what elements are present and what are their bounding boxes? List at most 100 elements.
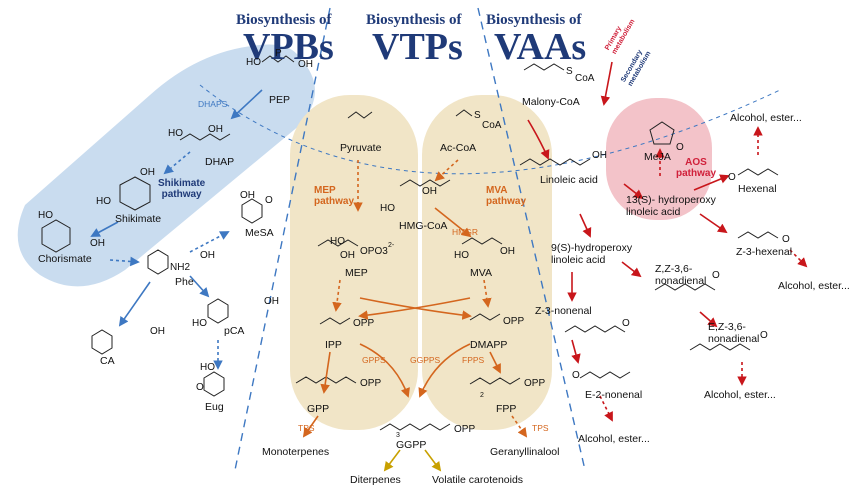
label-shikimate: Shikimate bbox=[115, 213, 162, 225]
dhap-atom-ho: HO bbox=[168, 128, 183, 139]
aos-pink-region bbox=[606, 98, 712, 220]
ipp-atom-opp: OPP bbox=[353, 318, 375, 329]
enzyme-tps-left: TPS bbox=[298, 423, 315, 433]
label-alcohol-nonenal: Alcohol, ester... bbox=[578, 433, 650, 445]
mva-atom-oh: OH bbox=[500, 246, 515, 257]
mep-atom-opo3: OPO3 bbox=[360, 246, 388, 257]
arrow-gpp-monoterpenes bbox=[302, 415, 319, 438]
pep-atom-oh: OH bbox=[298, 59, 313, 70]
meja-ring bbox=[649, 121, 675, 145]
ggpp-atom-n3: 3 bbox=[396, 432, 400, 439]
label-hexenal: Hexenal bbox=[738, 183, 777, 195]
label-meja: MeJA bbox=[644, 151, 671, 163]
label-dhap: DHAP bbox=[205, 156, 235, 168]
label-mva: MVA bbox=[470, 267, 492, 279]
eug-ring bbox=[203, 371, 225, 397]
vpb-arrows bbox=[90, 89, 263, 370]
label-ggpp: GGPP bbox=[396, 439, 427, 451]
eug-atom-ho: HO bbox=[200, 362, 215, 373]
enzyme-fpps: FPPS bbox=[462, 355, 485, 365]
dmapp-structure bbox=[469, 313, 501, 321]
chorismate-atom-ho: HO bbox=[38, 210, 53, 221]
label-alcohol-aos: Alcohol, ester... bbox=[730, 112, 802, 124]
ez36-atom-o: O bbox=[760, 330, 768, 341]
label-chorismate: Chorismate bbox=[38, 253, 92, 265]
label-diterpenes: Diterpenes bbox=[350, 474, 401, 486]
arrow-13hpl-z3hexenal bbox=[699, 213, 728, 234]
arrow-linoleic-13hpl bbox=[623, 183, 644, 200]
arrow-e2nonenal-alcohol bbox=[599, 395, 613, 422]
mep-structure bbox=[317, 239, 359, 247]
accoa-atom-coa: CoA bbox=[482, 120, 502, 131]
ca-atom-oh: OH bbox=[150, 326, 165, 337]
accoa-structure bbox=[455, 109, 473, 117]
malonyl-atom-coa: CoA bbox=[575, 73, 595, 84]
ggpp-structure bbox=[379, 423, 451, 431]
e2nonenal-structure bbox=[579, 371, 631, 379]
phe-atom-oh: OH bbox=[200, 250, 215, 261]
hexenal-atom-o: O bbox=[728, 172, 736, 183]
z3nonenal-structure bbox=[564, 325, 626, 333]
vtp-header-top: Biosynthesis of bbox=[366, 12, 462, 28]
arrow-linoleic-9hpl bbox=[579, 213, 592, 238]
hexenal-structure bbox=[737, 168, 779, 176]
arrow-shikimate-chorismate bbox=[90, 221, 119, 237]
label-gpp: GPP bbox=[307, 403, 330, 415]
vtp-header: VTPs bbox=[372, 26, 463, 68]
label-pyruvate: Pyruvate bbox=[340, 142, 382, 154]
hmgcoa-atom-oh: OH bbox=[422, 186, 437, 197]
arrow-phe-pca bbox=[189, 275, 210, 298]
mep-tan-region bbox=[290, 95, 418, 430]
z3hexenal-atom-o: O bbox=[782, 234, 790, 245]
metabolism-boundary bbox=[199, 84, 781, 175]
enzyme-hmgr: HMGR bbox=[452, 227, 478, 237]
arrow-chorismate-phe bbox=[109, 256, 140, 267]
vaa-arrows bbox=[527, 61, 808, 422]
label-e2-nonenal: E-2-nonenal bbox=[585, 389, 643, 401]
arrow-fpp-geranyllinalool bbox=[511, 415, 528, 438]
shikimate-atom-ho: HO bbox=[96, 196, 111, 207]
phe-atom-nh2: NH2 bbox=[170, 262, 191, 273]
dmapp-atom-opp: OPP bbox=[503, 316, 525, 327]
mep-atom-charge: 2- bbox=[388, 242, 395, 249]
phe-ring bbox=[147, 249, 169, 275]
arrow-phe-ca bbox=[118, 281, 151, 327]
arrow-gpps bbox=[359, 343, 410, 398]
pyruvate-structure bbox=[347, 111, 373, 119]
gpp-atom-opp: OPP bbox=[360, 378, 382, 389]
label-mesa: MeSA bbox=[245, 227, 274, 239]
arrow-accoa-hmgcoa bbox=[434, 159, 459, 182]
label-fpp: FPP bbox=[496, 403, 517, 415]
vpb-header-top: Biosynthesis of bbox=[236, 12, 332, 28]
arrow-malonyl-linoleic bbox=[527, 119, 550, 160]
chorismate-ring bbox=[41, 219, 71, 253]
label-malonyl-coa: Malony-CoA bbox=[522, 96, 580, 108]
dhap-structure bbox=[179, 133, 231, 141]
divider-left bbox=[234, 7, 331, 471]
label-13hpl: 13(S)- hydroperoxy linoleic acid bbox=[626, 194, 716, 218]
label-phe: Phe bbox=[175, 276, 194, 288]
z3nonenal-atom-o: O bbox=[622, 318, 630, 329]
linoleic-structure bbox=[519, 158, 591, 166]
linoleic-atom-oh: OH bbox=[592, 150, 607, 161]
z3hexenal-structure bbox=[737, 231, 779, 239]
zz36-atom-o: O bbox=[712, 270, 720, 281]
label-9hpl: 9(S)-hydroperoxy linoleic acid bbox=[551, 242, 633, 266]
fpp-atom-opp: OPP bbox=[524, 378, 546, 389]
label-alcohol-nonadienal: Alcohol, ester... bbox=[704, 389, 776, 401]
pca-atom-ho: HO bbox=[192, 318, 207, 329]
arrow-13hpl-hexenal bbox=[693, 174, 730, 191]
label-zz36-nonadienal: Z,Z-3,6- nonadienal bbox=[655, 263, 707, 287]
pca-atom-oh: OH bbox=[264, 296, 279, 307]
enzyme-gpps: GPPS bbox=[362, 355, 386, 365]
label-pep: PEP bbox=[269, 94, 291, 106]
ez36-structure bbox=[689, 343, 751, 351]
pca-ring bbox=[207, 298, 229, 324]
mva-tan-region bbox=[422, 95, 552, 430]
vtp-arrows bbox=[302, 159, 528, 438]
shikimate-ring bbox=[119, 176, 151, 211]
label-mep: MEP bbox=[345, 267, 368, 279]
ggpp-arrows bbox=[383, 449, 442, 472]
ipp-structure bbox=[319, 317, 351, 325]
